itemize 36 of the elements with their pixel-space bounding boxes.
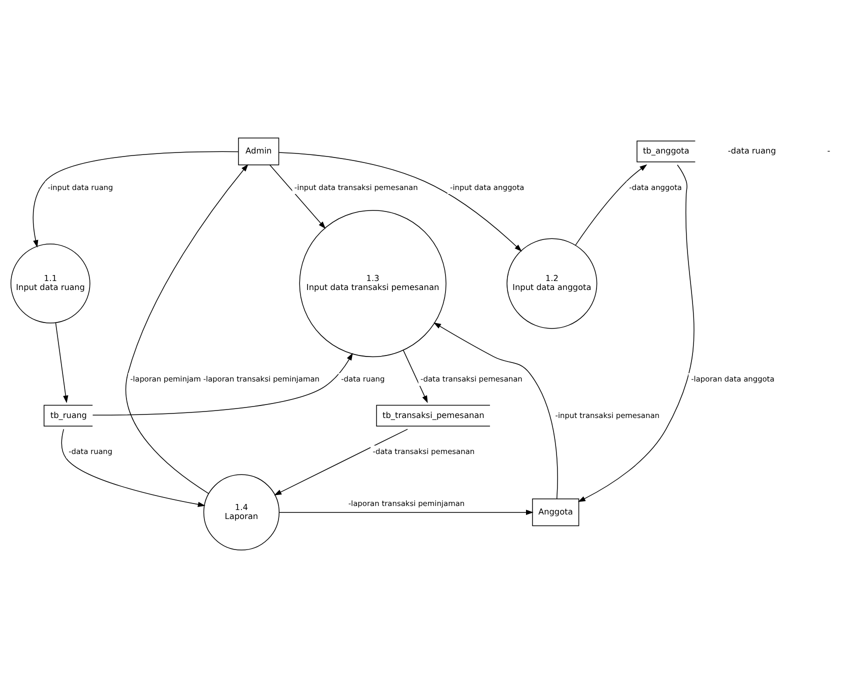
edge-label: -laporan transaksi peminjaman	[348, 498, 465, 508]
node-text: tb_ruang	[50, 410, 87, 420]
node-circle: 1.1 Input data ruang	[10, 244, 90, 324]
edge-label: -data transaksi pemesanan	[372, 447, 475, 456]
arrow	[278, 152, 522, 252]
arrow	[32, 151, 239, 248]
arrow	[278, 510, 534, 515]
arrow	[578, 164, 694, 502]
node-circle: 1.3 Input data transaksi pemesanan	[299, 210, 446, 358]
node-circle: 1.2 Input data anggota	[506, 238, 598, 329]
node-circle: 1.4 Laporan	[203, 474, 280, 550]
edge-label: -input data transaksi pemesanan	[294, 182, 418, 192]
node-box: Admin	[238, 138, 280, 166]
arrow	[402, 350, 428, 404]
node-text: tb_transaksi_pemesanan	[382, 410, 484, 420]
edge-label: -data transaksi pemesanan	[420, 374, 522, 384]
arrow	[92, 352, 353, 416]
arrow	[55, 322, 68, 404]
label: -	[827, 146, 830, 156]
arrow	[269, 164, 326, 229]
edge-label: -input data anggota	[450, 182, 524, 192]
arrow	[61, 428, 206, 507]
edge-label: -input data ruang	[48, 182, 113, 192]
arrow	[434, 322, 558, 500]
arrow	[274, 428, 408, 496]
edge-label: -data anggota	[629, 182, 682, 192]
edge-label: -data ruang	[341, 374, 385, 384]
node-box: Anggota	[532, 498, 580, 526]
label: -data ruang	[728, 146, 776, 156]
edge-label: -laporan data anggota	[691, 374, 774, 384]
edge-label: -laporan peminjam -laporan transaksi peminjaman	[130, 374, 320, 384]
edge-label: -data ruang	[68, 447, 112, 456]
edge-label: -input transaksi pemesanan	[555, 410, 660, 420]
arrow	[126, 164, 248, 494]
arrow	[575, 164, 648, 246]
node-text: tb_anggota	[642, 146, 690, 156]
